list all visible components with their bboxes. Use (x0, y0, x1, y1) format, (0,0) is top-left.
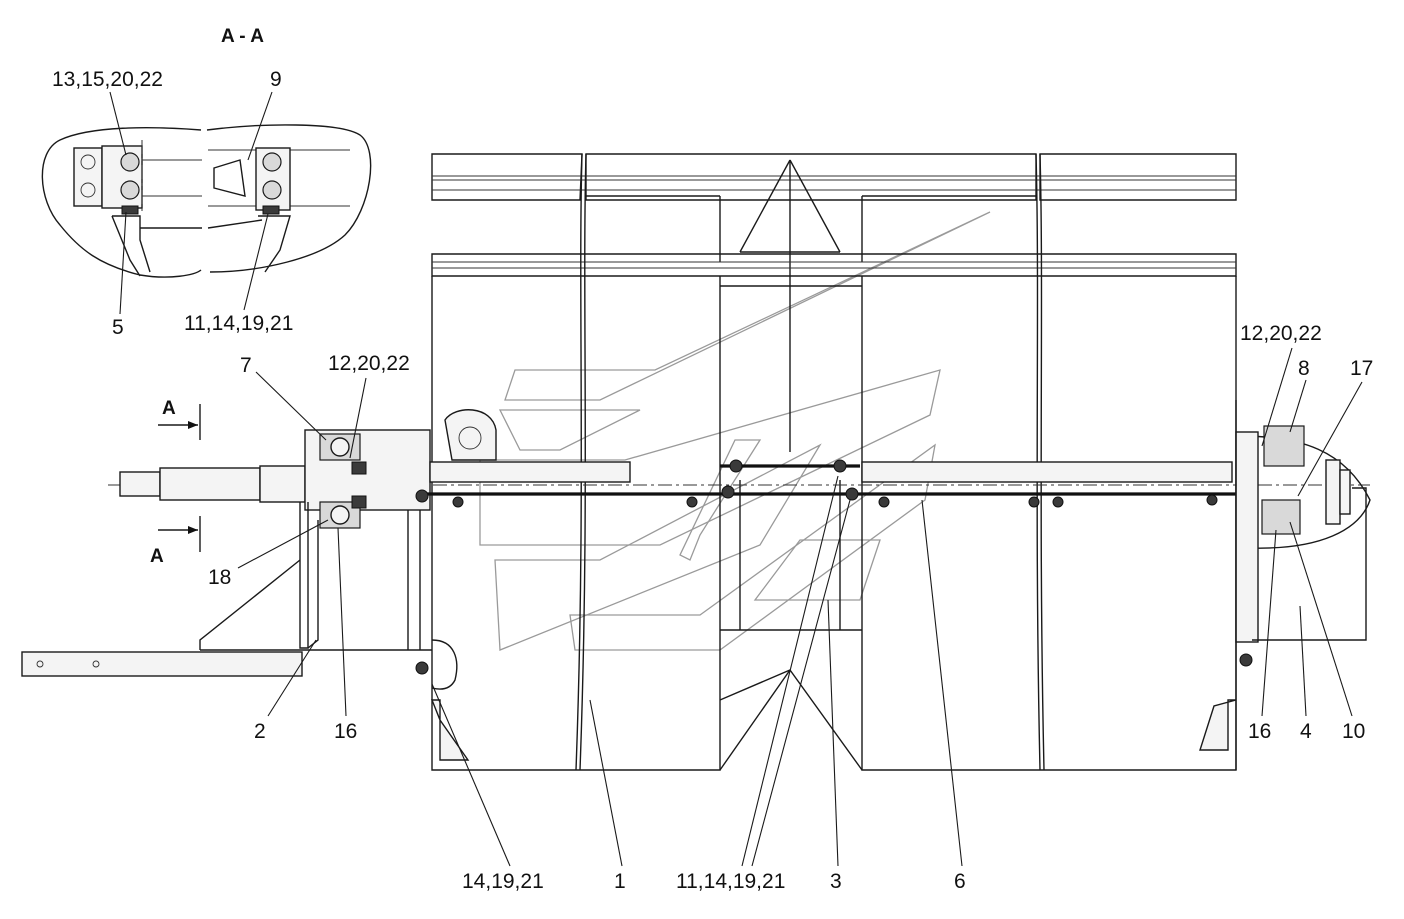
label-11-14-19-21-section: 11,14,19,21 (184, 312, 293, 335)
section-arrow-bottom: A (150, 546, 164, 567)
label-9: 9 (270, 68, 282, 91)
main-assembly: A A (21, 153, 1371, 771)
section-title: A - A (221, 26, 264, 47)
leader-lines (237, 347, 1363, 867)
label-3: 3 (830, 870, 842, 893)
label-7: 7 (240, 354, 252, 377)
label-13-15-20-22: 13,15,20,22 (52, 68, 163, 91)
label-4: 4 (1300, 720, 1312, 743)
label-2: 2 (254, 720, 266, 743)
label-16-left: 16 (334, 720, 357, 743)
label-11-14-19-21: 11,14,19,21 (676, 870, 785, 893)
label-16-right: 16 (1248, 720, 1271, 743)
section-a-a-detail: A - A 13,15,20,22 9 5 11,14,19,21 (41, 26, 372, 339)
label-12-20-22-left: 12,20,22 (328, 352, 410, 375)
strap-bolts (415, 459, 1253, 675)
label-10: 10 (1342, 720, 1365, 743)
part-labels: 7 12,20,22 18 2 16 14,19,21 1 11,14,19,2… (208, 322, 1373, 893)
label-8: 8 (1298, 357, 1310, 380)
label-1: 1 (614, 870, 626, 893)
label-6: 6 (954, 870, 966, 893)
label-18: 18 (208, 566, 231, 589)
watermark-logo (479, 211, 991, 651)
label-12-20-22-right: 12,20,22 (1240, 322, 1322, 345)
label-5: 5 (112, 316, 124, 339)
section-arrow-top: A (162, 398, 176, 419)
label-17: 17 (1350, 357, 1373, 380)
label-14-19-21: 14,19,21 (462, 870, 544, 893)
